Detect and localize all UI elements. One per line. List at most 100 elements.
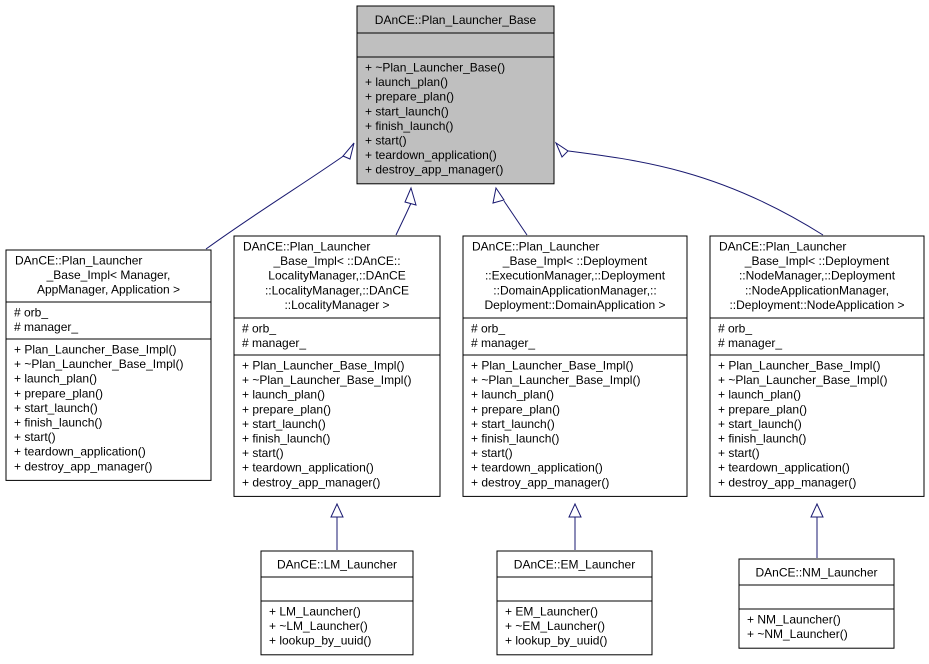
method-item: + NM_Launcher() [747, 613, 841, 627]
method-item: + destroy_app_manager() [14, 459, 152, 473]
class-title-line: _Base_Impl< Manager, [46, 268, 171, 282]
method-item: + start_launch() [242, 417, 326, 431]
class-box-frame [738, 558, 895, 649]
class-title-line: DAnCE::Plan_Launcher_Base [375, 13, 537, 27]
method-item: + prepare_plan() [365, 90, 454, 104]
inheritance-arrowhead [492, 186, 505, 204]
method-item: + LM_Launcher() [269, 605, 361, 619]
attribute-orb: # orb_ [242, 322, 276, 336]
class-title-line: DAnCE::Plan_Launcher [15, 254, 142, 268]
method-item: + destroy_app_manager() [718, 475, 856, 489]
attribute-manager: # manager_ [14, 320, 78, 334]
method-item: + Plan_Launcher_Base_Impl() [14, 343, 176, 357]
inheritance-arrowhead [810, 502, 824, 518]
method-item: + Plan_Launcher_Base_Impl() [718, 359, 880, 373]
method-item: + Plan_Launcher_Base_Impl() [242, 359, 404, 373]
method-item: + prepare_plan() [14, 386, 103, 400]
class-box-lm-launcher[interactable]: DAnCE::LM_Launcher+ LM_Launcher()+ ~LM_L… [260, 550, 414, 656]
class-title-line: ::LocalityManager > [284, 298, 389, 312]
class-box-impl-em[interactable]: DAnCE::Plan_Launcher_Base_Impl< ::Deploy… [462, 235, 688, 497]
attribute-orb: # orb_ [471, 322, 505, 336]
class-title-line: ::Deployment::NodeApplication > [729, 298, 904, 312]
class-box-impl-nm[interactable]: DAnCE::Plan_Launcher_Base_Impl< ::Deploy… [709, 235, 925, 497]
method-item: + launch_plan() [471, 388, 554, 402]
method-item: + ~EM_Launcher() [505, 619, 605, 633]
class-title-line: LocalityManager,::DAnCE [268, 269, 405, 283]
class-box-impl-lm[interactable]: DAnCE::Plan_Launcher_Base_Impl< ::DAnCE:… [233, 235, 441, 497]
method-item: + prepare_plan() [242, 402, 331, 416]
class-box-frame [260, 550, 414, 656]
method-item: + prepare_plan() [471, 402, 560, 416]
attribute-manager: # manager_ [718, 336, 782, 350]
method-item: + finish_launch() [471, 432, 559, 446]
method-item: + launch_plan() [718, 388, 801, 402]
method-item: + teardown_application() [365, 148, 497, 162]
method-item: + ~Plan_Launcher_Base() [365, 61, 505, 75]
method-item: + ~Plan_Launcher_Base_Impl() [14, 357, 183, 371]
method-item: + Plan_Launcher_Base_Impl() [471, 359, 633, 373]
class-title-line: ::ExecutionManager,::Deployment [485, 269, 666, 283]
inheritance-arrowhead [568, 502, 582, 518]
inheritance-line [560, 149, 824, 236]
method-item: + ~NM_Launcher() [747, 627, 848, 641]
class-box-em-launcher[interactable]: DAnCE::EM_Launcher+ EM_Launcher()+ ~EM_L… [496, 550, 653, 656]
method-item: + destroy_app_manager() [471, 475, 609, 489]
inheritance-line [395, 200, 413, 236]
method-item: + finish_launch() [718, 432, 806, 446]
class-title-line: ::NodeManager,::Deployment [739, 269, 896, 283]
class-title-line: _Base_Impl< ::Deployment [744, 254, 890, 268]
method-item: + teardown_application() [242, 461, 374, 475]
method-item: + start() [718, 446, 760, 460]
class-title-line: DAnCE::EM_Launcher [514, 558, 635, 572]
attribute-orb: # orb_ [718, 322, 752, 336]
class-title-line: DAnCE::LM_Launcher [277, 558, 397, 572]
inheritance-arrowhead [404, 186, 417, 206]
inheritance-arrowhead [342, 142, 355, 160]
method-item: + start_launch() [718, 417, 802, 431]
inheritance-line [503, 200, 528, 236]
inheritance-line [205, 149, 353, 250]
class-title-line: _Base_Impl< ::DAnCE:: [272, 254, 400, 268]
class-box-nm-launcher[interactable]: DAnCE::NM_Launcher+ NM_Launcher()+ ~NM_L… [738, 558, 895, 649]
method-item: + start_launch() [14, 401, 98, 415]
class-title-line: DAnCE::NM_Launcher [755, 566, 877, 580]
class-box-frame [356, 5, 555, 185]
class-box-frame [5, 249, 212, 481]
class-box-frame [462, 235, 688, 497]
class-title-line: DAnCE::Plan_Launcher [719, 240, 846, 254]
method-item: + EM_Launcher() [505, 605, 598, 619]
attribute-orb: # orb_ [14, 306, 48, 320]
method-item: + teardown_application() [718, 461, 850, 475]
method-item: + ~Plan_Launcher_Base_Impl() [242, 373, 411, 387]
class-title-line: ::DomainApplicationManager,:: [493, 283, 656, 297]
class-box-impl-generic[interactable]: DAnCE::Plan_Launcher_Base_Impl< Manager,… [5, 249, 212, 481]
method-item: + destroy_app_manager() [242, 475, 380, 489]
inheritance-arrowhead [330, 502, 344, 518]
method-item: + start() [14, 430, 56, 444]
class-title-line: DAnCE::Plan_Launcher [243, 240, 370, 254]
inheritance-edges [205, 141, 824, 558]
method-item: + start_launch() [471, 417, 555, 431]
class-title-line: AppManager, Application > [37, 283, 180, 297]
class-box-frame [709, 235, 925, 497]
method-item: + launch_plan() [365, 75, 448, 89]
class-title-line: ::NodeApplicationManager, [745, 283, 889, 297]
method-item: + launch_plan() [242, 388, 325, 402]
method-item: + ~LM_Launcher() [269, 619, 368, 633]
method-item: + lookup_by_uuid() [505, 634, 607, 648]
method-item: + start() [242, 446, 284, 460]
method-item: + finish_launch() [14, 416, 102, 430]
class-box-frame [233, 235, 441, 497]
class-box-frame [496, 550, 653, 656]
class-title-line: DAnCE::Plan_Launcher [472, 240, 599, 254]
method-item: + start() [365, 134, 407, 148]
class-title-line: _Base_Impl< ::Deployment [502, 254, 648, 268]
class-nodes: DAnCE::Plan_Launcher_Base+ ~Plan_Launche… [5, 5, 925, 656]
method-item: + lookup_by_uuid() [269, 634, 371, 648]
class-title-line: Deployment::DomainApplication > [484, 298, 665, 312]
class-box-base[interactable]: DAnCE::Plan_Launcher_Base+ ~Plan_Launche… [356, 5, 555, 185]
method-item: + start() [471, 446, 513, 460]
class-title-line: ::LocalityManager,::DAnCE [265, 283, 409, 297]
method-item: + finish_launch() [365, 119, 453, 133]
